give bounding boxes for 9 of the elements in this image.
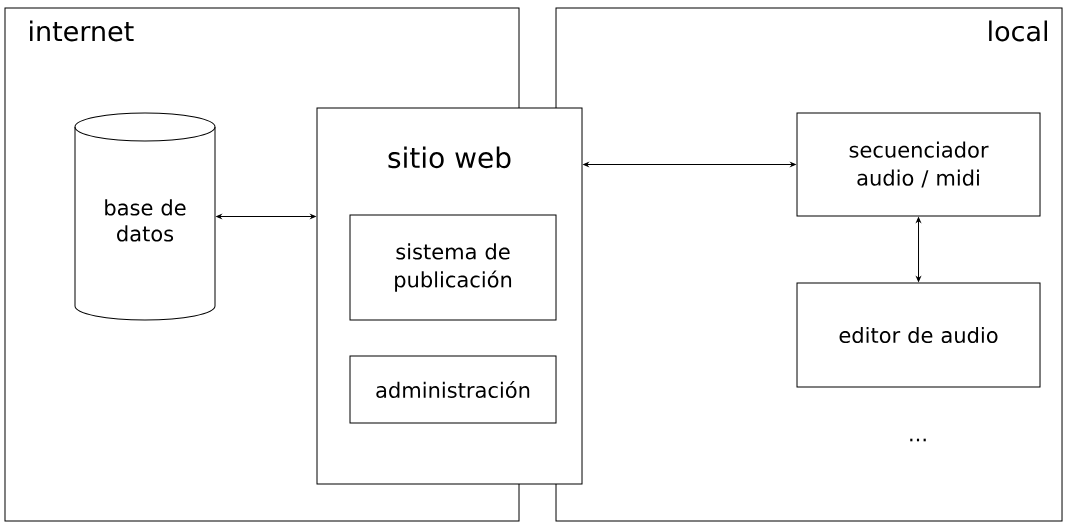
arrow bbox=[216, 214, 316, 219]
database-cylinder: base de datos bbox=[74, 112, 216, 321]
process-box: administración bbox=[349, 355, 557, 424]
process-box: editor de audio bbox=[796, 282, 1041, 388]
ellipsis-text: ... bbox=[910, 438, 926, 442]
arrow bbox=[916, 217, 921, 282]
arrow bbox=[583, 162, 796, 167]
process-box: sistema de publicación bbox=[349, 214, 557, 321]
process-box: secuenciador audio / midi bbox=[796, 112, 1041, 217]
